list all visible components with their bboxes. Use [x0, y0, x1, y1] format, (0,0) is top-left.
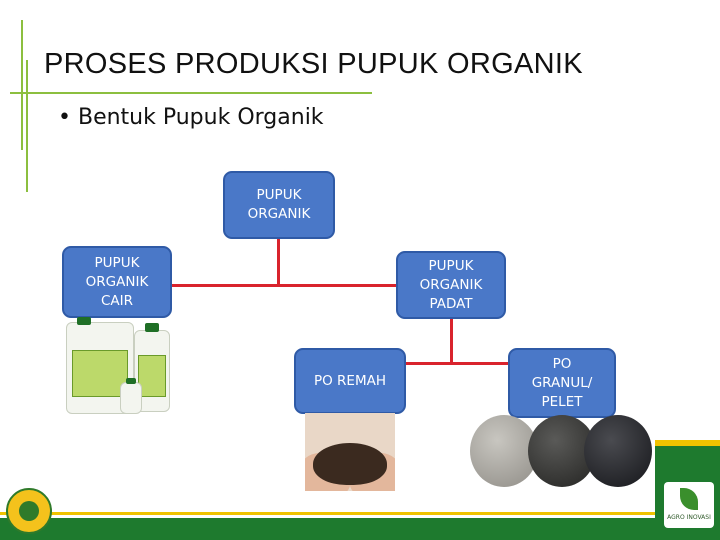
node-pupuk-organik-padat-label: PUPUK ORGANIK PADAT — [420, 257, 483, 314]
granule-image — [470, 415, 652, 487]
connector-padat-down — [450, 318, 453, 364]
bottle-label — [138, 355, 167, 397]
jerrycan-cap — [77, 317, 91, 325]
node-pupuk-organik-padat: PUPUK ORGANIK PADAT — [396, 251, 506, 319]
node-pupuk-organik: PUPUK ORGANIK — [223, 171, 335, 239]
node-po-granul-label: PO GRANUL/ PELET — [532, 355, 593, 412]
decor-line-vertical-2 — [26, 60, 28, 192]
small-bottle-image — [120, 382, 142, 414]
small-bottle-cap — [126, 378, 136, 384]
node-pupuk-organik-cair: PUPUK ORGANIK CAIR — [62, 246, 172, 318]
connector-horizontal-main — [172, 284, 398, 287]
bullet-marker: • — [58, 105, 71, 130]
bottle-cap — [145, 323, 159, 332]
footer-right-accent — [655, 440, 720, 446]
ministry-logo — [6, 488, 52, 534]
node-pupuk-organik-cair-label: PUPUK ORGANIK CAIR — [86, 254, 149, 311]
node-po-remah: PO REMAH — [294, 348, 406, 414]
agro-inovasi-text: AGRO INOVASI — [664, 514, 714, 521]
connector-root-down — [277, 238, 280, 286]
node-pupuk-organik-label: PUPUK ORGANIK — [248, 186, 311, 224]
node-po-remah-label: PO REMAH — [314, 372, 386, 391]
compost-pile — [313, 443, 387, 485]
bullet-item: • Bentuk Pupuk Organik — [58, 105, 324, 130]
slide-title: PROSES PRODUKSI PUPUK ORGANIK — [44, 48, 583, 81]
node-po-granul-pelet: PO GRANUL/ PELET — [508, 348, 616, 418]
footer-green-band — [0, 518, 720, 540]
granule-black — [584, 415, 652, 487]
connector-horizontal-padat — [406, 362, 508, 365]
decor-line-vertical-1 — [21, 20, 23, 150]
footer-yellow-stripe — [0, 512, 720, 515]
agro-inovasi-logo: AGRO INOVASI — [664, 482, 714, 528]
bullet-text: Bentuk Pupuk Organik — [78, 105, 324, 130]
decor-line-horizontal — [10, 92, 372, 94]
leaf-icon — [680, 488, 698, 510]
crumb-compost-image — [305, 413, 395, 491]
